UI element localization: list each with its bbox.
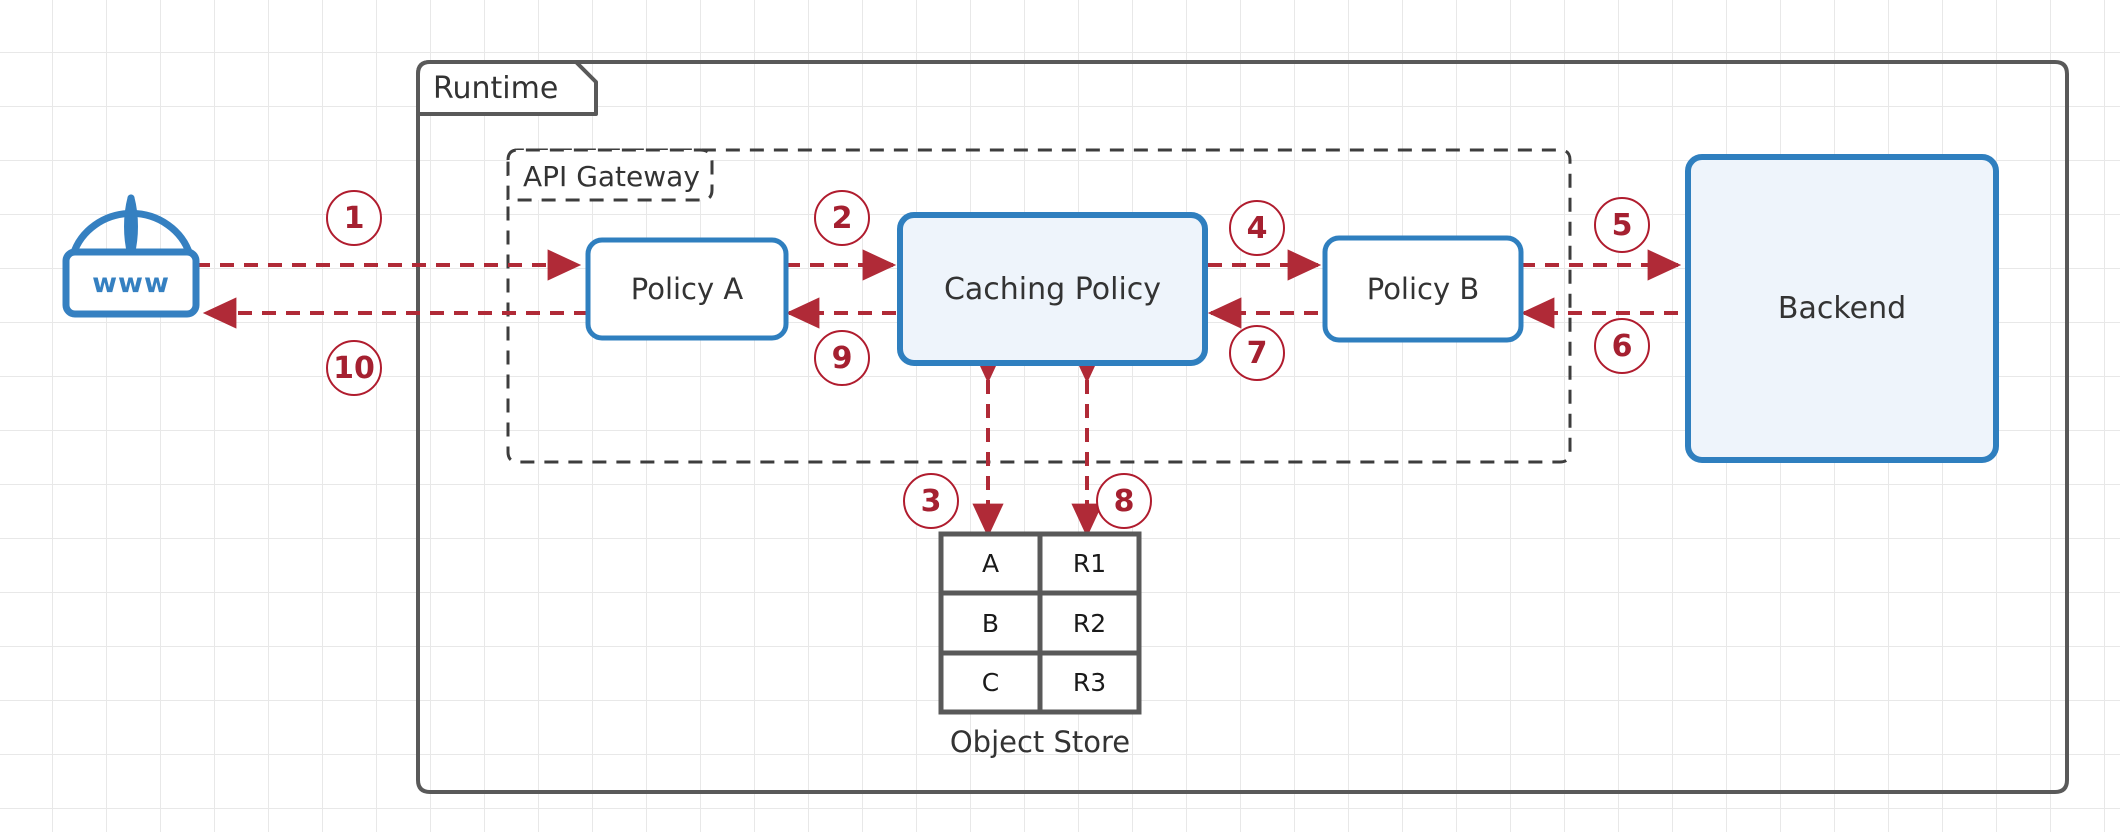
step-badge-1[interactable]: 1 [326,190,382,246]
step-badge-6[interactable]: 6 [1594,318,1650,374]
object-store-cell-key-1: B [981,608,1000,638]
step-badge-8[interactable]: 8 [1096,473,1152,529]
globe-www-icon[interactable] [62,194,200,318]
step-badge-3[interactable]: 3 [903,473,959,529]
object-store-cell-value-2: R3 [1072,668,1107,697]
api-gateway-container [506,148,1572,464]
step-badge-7[interactable]: 7 [1229,325,1285,381]
step-badge-5[interactable]: 5 [1594,197,1650,253]
flow-arrows [196,249,1682,538]
node-caching-policy[interactable] [897,212,1208,366]
node-policy-a[interactable] [585,237,789,341]
step-badge-9[interactable]: 9 [814,330,870,386]
runtime-container [416,60,2069,794]
step-badge-10[interactable]: 10 [326,340,382,396]
object-store-cell-value-1: R2 [1072,608,1107,638]
object-store-cell-key-0: A [981,549,1000,578]
object-store-table[interactable] [938,531,1142,715]
node-policy-b[interactable] [1322,235,1524,343]
step-badge-4[interactable]: 4 [1229,200,1285,256]
step-badge-2[interactable]: 2 [814,190,870,246]
object-store-cell-key-2: C [981,668,1000,697]
object-store-cell-value-0: R1 [1072,549,1107,578]
node-backend[interactable] [1685,154,1999,463]
